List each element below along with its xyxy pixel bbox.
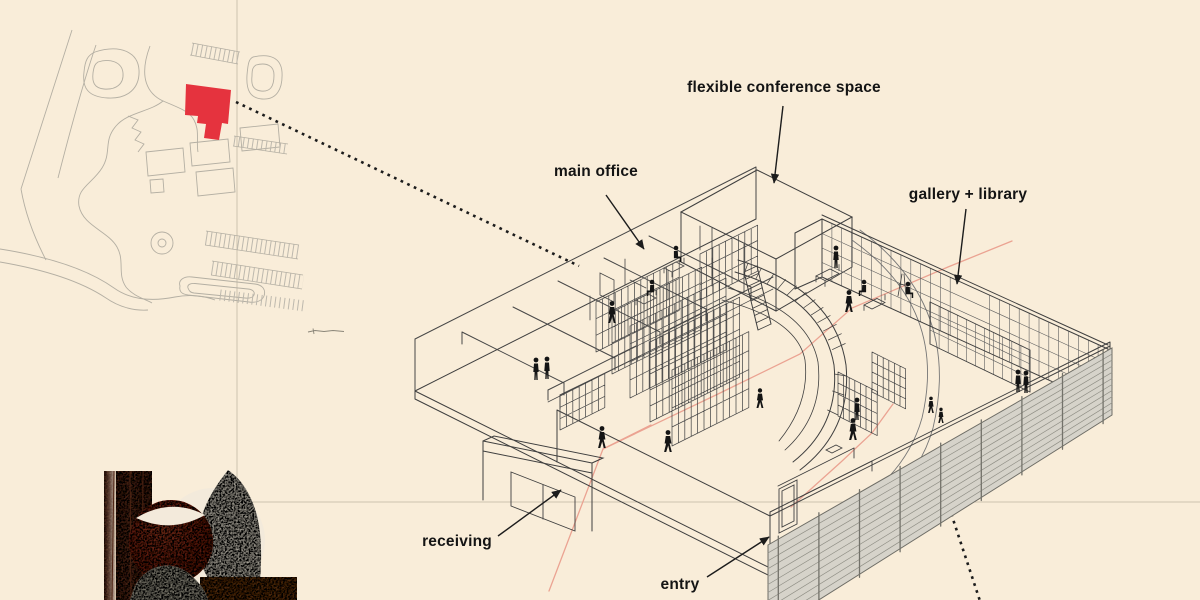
person-figure xyxy=(928,396,934,413)
label-arrow xyxy=(706,536,770,578)
site-plan xyxy=(0,29,306,312)
board-fold-lines xyxy=(236,0,1200,503)
circulation-paths xyxy=(548,240,1013,592)
material-collage xyxy=(104,470,297,600)
label-entry: entry xyxy=(660,576,700,593)
label-arrow xyxy=(497,489,562,537)
scale-mark xyxy=(307,328,345,335)
person-figure xyxy=(858,279,867,296)
axonometric-floor-plan xyxy=(414,166,1113,600)
site-highlight-footprint xyxy=(185,84,231,140)
gallery-furniture xyxy=(815,264,907,311)
stack-shelving xyxy=(559,224,906,447)
stair-treads xyxy=(743,265,772,331)
conference-volume xyxy=(679,169,854,312)
sphere-rim-cut xyxy=(136,506,205,526)
label-flexible-conference-space: flexible conference space xyxy=(687,79,881,96)
label-arrow xyxy=(770,105,784,184)
label-arrow xyxy=(605,194,645,250)
office-walls xyxy=(414,166,774,410)
person-figure xyxy=(598,426,606,448)
label-receiving: receiving xyxy=(422,533,492,550)
person-figure xyxy=(533,357,539,380)
label-arrow xyxy=(953,208,967,285)
person-figure xyxy=(756,388,764,408)
granite-rock xyxy=(130,565,208,600)
annotation-arrows xyxy=(497,105,967,578)
site-to-axon-connector xyxy=(235,100,580,268)
person-figure xyxy=(833,245,839,268)
person-figure xyxy=(664,430,672,452)
dotted-connector-lines xyxy=(235,100,982,600)
receiving-canopy xyxy=(482,435,605,532)
entry-axis-connector xyxy=(947,506,982,600)
entry-door xyxy=(778,479,798,534)
rust-metal-plate xyxy=(200,577,297,600)
person-figure xyxy=(938,407,944,423)
perimeter-walls xyxy=(556,341,1111,569)
person-figure xyxy=(845,290,853,312)
label-gallery-library: gallery + library xyxy=(908,186,1028,203)
canvas-leaf xyxy=(197,470,262,597)
person-figure xyxy=(849,418,857,440)
slatted-fence xyxy=(767,347,1113,600)
label-main-office: main office xyxy=(553,163,639,180)
